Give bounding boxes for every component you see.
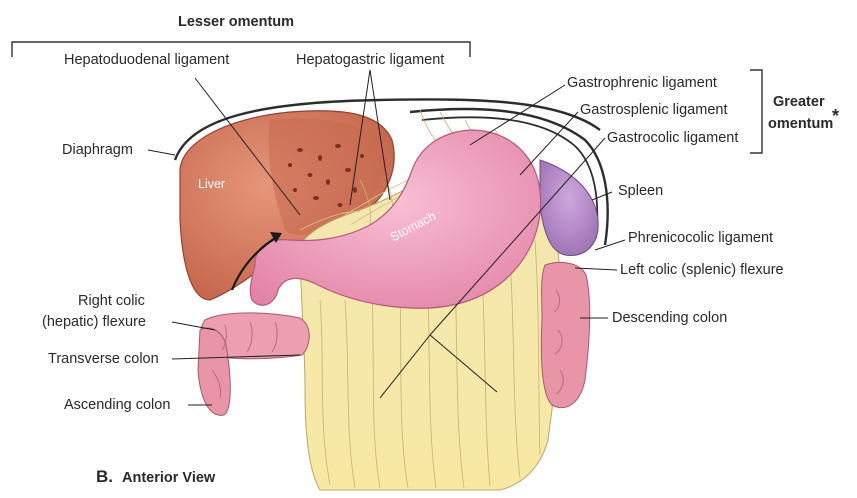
label-gastrocolic-ligament: Gastrocolic ligament — [607, 130, 738, 147]
label-greater-omentum-line2: omentum — [768, 116, 833, 133]
label-phrenicocolic-ligament: Phrenicocolic ligament — [628, 230, 773, 247]
label-right-colic-line1: Right colic — [78, 293, 145, 310]
organ-label-liver: Liver — [198, 177, 225, 191]
label-left-colic-flexure: Left colic (splenic) flexure — [620, 262, 784, 279]
label-ascending-colon: Ascending colon — [64, 397, 170, 414]
label-descending-colon: Descending colon — [612, 310, 727, 327]
label-hepatogastric-ligament: Hepatogastric ligament — [296, 52, 444, 69]
caption-view: Anterior View — [122, 470, 215, 487]
label-diaphragm: Diaphragm — [62, 142, 133, 159]
label-gastrosplenic-ligament: Gastrosplenic ligament — [580, 102, 728, 119]
label-lesser-omentum: Lesser omentum — [178, 14, 294, 31]
label-gastrophrenic-ligament: Gastrophrenic ligament — [567, 75, 717, 92]
label-hepatoduodenal-ligament: Hepatoduodenal ligament — [64, 52, 229, 69]
label-right-colic-line2: (hepatic) flexure — [42, 314, 146, 331]
caption-letter: B. — [96, 468, 113, 485]
label-transverse-colon: Transverse colon — [48, 351, 159, 368]
greater-omentum-bracket — [750, 70, 762, 153]
label-greater-omentum-line1: Greater — [773, 94, 825, 111]
label-greater-omentum-asterisk: * — [832, 108, 839, 125]
label-spleen: Spleen — [618, 183, 663, 200]
